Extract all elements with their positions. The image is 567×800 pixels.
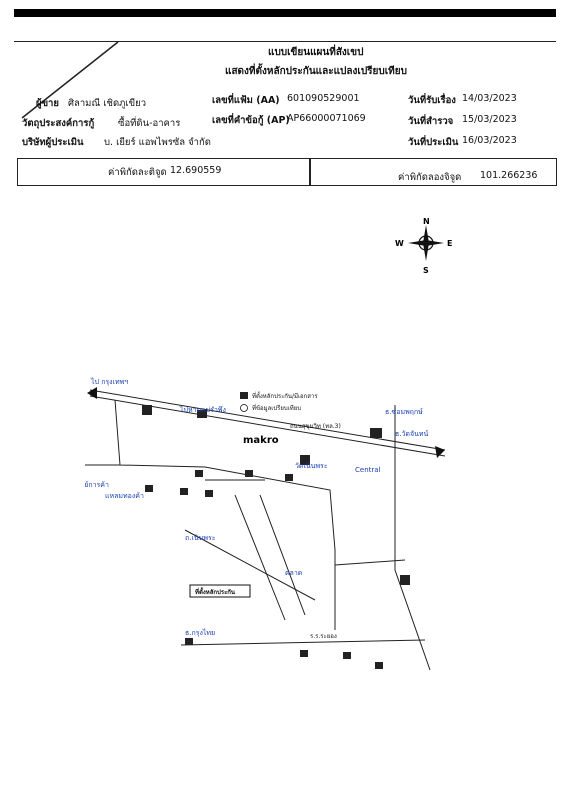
purpose-value: ซื้อที่ดิน-อาคาร — [118, 118, 181, 129]
appraiser-label: บริษัทผู้ประเมิน — [22, 137, 84, 148]
owner-value: ศิลามณี เชิดภูเขียว — [68, 98, 147, 109]
received-label: วันที่รับเรื่อง — [408, 95, 456, 106]
blue-label-1: ไปหาดแม่รำพึง — [179, 405, 226, 414]
local-road-7 — [259, 494, 306, 616]
top-black-bar — [14, 9, 556, 17]
building-icon — [300, 650, 308, 657]
building-icon — [400, 575, 410, 585]
received-value: 14/03/2023 — [462, 93, 517, 104]
makro-label: makro — [243, 435, 279, 446]
building-icon — [370, 428, 382, 438]
blue-label-9: ถ.เนินพระ — [185, 534, 216, 542]
building-icon — [145, 485, 153, 492]
blue-label-6: แหลมทองค้า — [105, 492, 144, 500]
compass-w: W — [395, 239, 404, 248]
lon-value: 101.266236 — [480, 170, 538, 181]
collateral-box — [189, 584, 251, 598]
building-icon — [180, 488, 188, 495]
header-diagonal-line — [21, 41, 119, 119]
temple-label: ร.ร.ระยอง — [310, 633, 337, 640]
blue-label-8: ตลาด — [285, 569, 302, 577]
building-icon — [185, 638, 193, 645]
local-road-4 — [184, 529, 316, 601]
building-icon — [343, 652, 351, 659]
blue-label-2: ธ.ซ่อมพฤกษ์ — [385, 408, 423, 416]
lon-label: ค่าพิกัดลองจิจูด — [398, 172, 462, 183]
local-road-9 — [334, 559, 406, 566]
building-icon — [375, 662, 383, 669]
coordinate-box — [17, 158, 557, 186]
highway-road — [89, 389, 446, 451]
building-icon — [195, 470, 203, 477]
compass-s: S — [423, 266, 429, 275]
compass-e: E — [447, 239, 452, 248]
lat-value: 12.690559 — [170, 165, 222, 176]
blue-label-4: วัดเนินพระ — [295, 462, 328, 470]
central-label: Central — [355, 466, 381, 474]
request-value: AP66000071069 — [287, 113, 366, 124]
collateral-box-label: ที่ตั้งหลักประกัน — [195, 586, 236, 596]
legend-collateral-label: ที่ตั้งหลักประกัน/มีเอกสาร — [252, 390, 318, 400]
road-to-bangkok-label: ไป กรุงเทพฯ — [90, 377, 128, 386]
building-icon — [205, 490, 213, 497]
sketch-map: ไป กรุงเทพฯ ถนนสุขุมวิท (ทล.3) makro ที่… — [85, 377, 446, 671]
owner-label: ผู้ขาย — [36, 98, 59, 109]
local-road-5 — [180, 639, 426, 646]
appraise-value: 16/03/2023 — [462, 135, 517, 146]
compass-rose-icon: N S W E — [395, 217, 452, 275]
file-value: 601090529001 — [287, 93, 360, 104]
compass-n: N — [423, 217, 430, 226]
lat-label: ค่าพิกัดละติจูด — [108, 167, 167, 178]
arrow-right-icon — [435, 446, 445, 458]
file-label: เลขที่แฟ้ม (AA) — [212, 95, 280, 106]
blue-label-5: ศูนย์การค้า — [85, 481, 109, 489]
road-name-label: ถนนสุขุมวิท (ทล.3) — [290, 423, 341, 430]
survey-value: 15/03/2023 — [462, 114, 517, 125]
building-icon — [142, 405, 152, 415]
appraiser-value: บ. เยียร์ แอพไพรซัล จำกัด — [104, 137, 211, 148]
title-line2: แสดงที่ตั้งหลักประกันและแปลงเปรียบเทียบ — [225, 66, 407, 77]
header-section — [14, 41, 556, 159]
blue-label-7: ธ.กรุงไทย — [185, 628, 215, 637]
building-icon — [285, 474, 293, 481]
request-label: เลขที่คำข้อกู้ (AP) — [212, 115, 290, 126]
purpose-label: วัตถุประสงค์การกู้ — [22, 118, 95, 129]
title-line1: แบบเขียนแผนที่สังเขป — [268, 47, 364, 58]
survey-label: วันที่สำรวจ — [408, 116, 454, 127]
building-icon — [245, 470, 253, 477]
local-road-1 — [114, 399, 336, 630]
appraise-label: วันที่ประเมิน — [408, 137, 459, 148]
building-icon — [197, 410, 207, 418]
local-road-2 — [394, 405, 431, 671]
building-icon — [300, 455, 310, 465]
legend-compare-icon — [240, 404, 248, 412]
arrow-left-icon — [87, 387, 97, 399]
coordinate-divider — [309, 159, 311, 185]
legend-collateral-icon — [240, 392, 248, 399]
blue-label-3: ธ.วัดจันทน์ — [395, 430, 428, 438]
legend-compare-label: ที่ข้อมูลเปรียบเทียบ — [252, 404, 301, 412]
local-road-6 — [234, 494, 286, 621]
